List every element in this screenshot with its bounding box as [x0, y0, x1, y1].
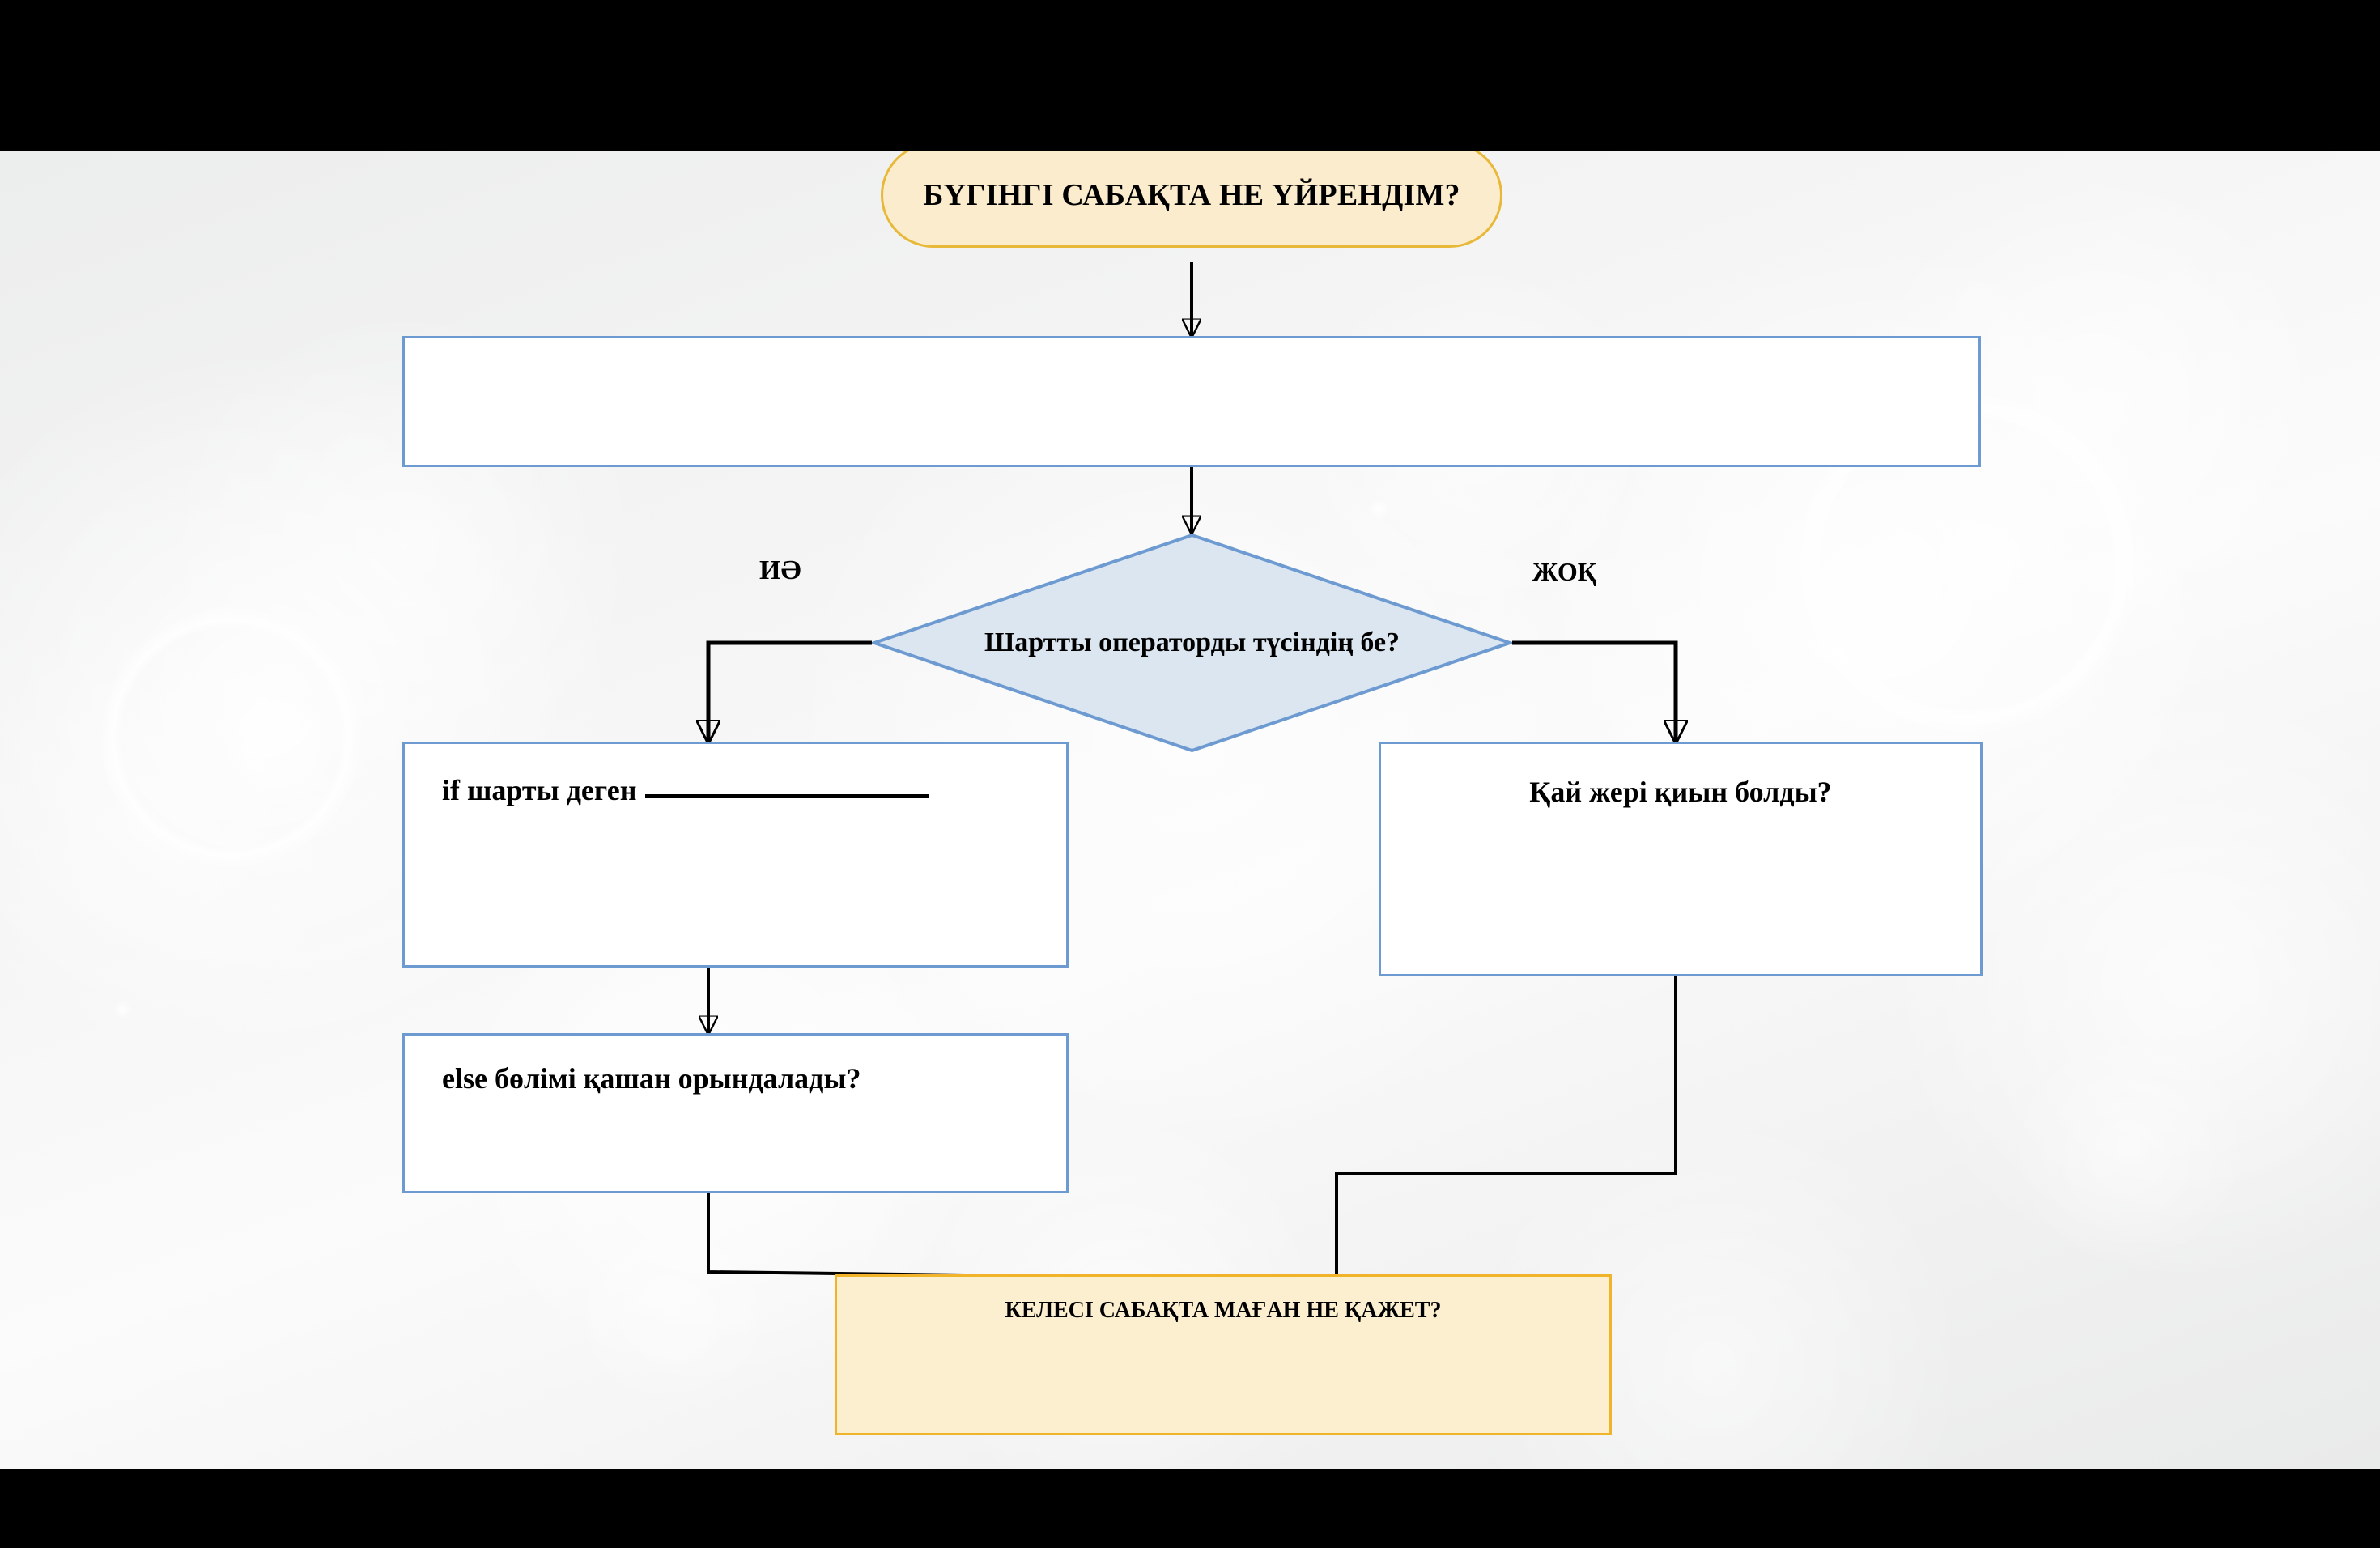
- answer-area-label: [405, 338, 466, 465]
- edge-decision-no-to-hard: [1512, 640, 1676, 742]
- branch-label-yes: ИӘ: [759, 555, 801, 585]
- end-node-box[interactable]: КЕЛЕСІ САБАҚТА МАҒАН НЕ ҚАЖЕТ?: [835, 1274, 1612, 1435]
- difficulty-label: Қай жері қиын болды?: [1529, 776, 1832, 808]
- branch-label-no: ЖОҚ: [1532, 557, 1596, 586]
- bokeh-decoration: [113, 1001, 131, 1019]
- bokeh-decoration: [202, 669, 348, 814]
- bokeh-decoration: [567, 1203, 777, 1414]
- decision-label: Шартты операторды түсіндің бе?: [984, 627, 1400, 657]
- decision-diamond[interactable]: Шартты операторды түсіндің бе?: [872, 533, 1512, 753]
- end-node-label: КЕЛЕСІ САБАҚТА МАҒАН НЕ ҚАЖЕТ?: [1005, 1298, 1442, 1323]
- if-condition-label-wrap: if шарты деген: [405, 744, 929, 965]
- else-section-label: else бөлімі қашан орындалады?: [442, 1062, 861, 1095]
- else-section-box[interactable]: else бөлімі қашан орындалады?: [402, 1033, 1069, 1193]
- start-node-oval[interactable]: БҮГІНГІ САБАҚТА НЕ ҮЙРЕНДІМ?: [881, 151, 1502, 248]
- decision-diamond-shape: [872, 533, 1512, 753]
- bokeh-decoration: [2008, 1025, 2250, 1268]
- edge-decision-yes-to-if: [708, 640, 872, 742]
- slide-canvas: БҮГІНГІ САБАҚТА НЕ ҮЙРЕНДІМ? Шартты опер…: [0, 151, 2380, 1469]
- difficulty-box[interactable]: Қай жері қиын болды?: [1379, 742, 1983, 976]
- if-condition-box[interactable]: if шарты деген: [402, 742, 1069, 968]
- bokeh-decoration: [1910, 491, 2048, 628]
- if-condition-label: if шарты деген: [442, 774, 637, 806]
- answer-area-box[interactable]: [402, 336, 1981, 467]
- bokeh-decoration: [1368, 499, 1389, 520]
- bokeh-decoration: [97, 604, 364, 871]
- start-node-label: БҮГІНГІ САБАҚТА НЕ ҮЙРЕНДІМ?: [923, 178, 1460, 212]
- if-condition-blank-line[interactable]: [644, 794, 929, 798]
